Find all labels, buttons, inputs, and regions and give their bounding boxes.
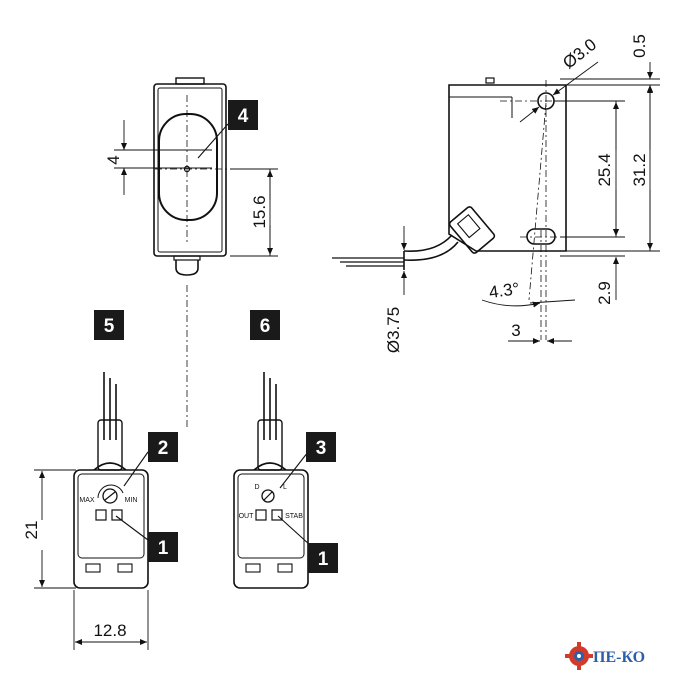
front-view-centerlines [155,95,245,428]
svg-text:4: 4 [238,106,249,127]
dim-2-9-text: 2.9 [595,281,614,305]
dim-0-5-text: 0.5 [630,34,649,58]
dim-21-text: 21 [22,521,41,540]
callout-1-right: 1 [308,543,338,573]
callout-6: 6 [250,310,280,340]
callout-3: 3 [306,432,336,462]
svg-text:1: 1 [318,549,329,570]
label-d: D [254,484,259,491]
side-view-dimension-lines [401,61,660,344]
gear-icon [565,642,593,670]
dim-15-6-lines [230,168,278,257]
callout-leaders [115,123,311,546]
dim-4-text: 4 [104,155,123,164]
brand-logo: ПЕ-КО [565,642,645,670]
dim-4-lines [114,120,212,195]
callout-5: 5 [94,310,124,340]
label-out: OUT [239,513,255,520]
dim-15-6-text: 15.6 [250,195,269,228]
svg-text:5: 5 [104,316,115,337]
dim-31-2-text: 31.2 [630,153,649,186]
sensor-view-6 [233,372,309,589]
dim-4-3-deg-text: 4.3° [488,279,521,302]
callout-2: 2 [148,432,178,462]
logo-text: ПЕ-КО [593,649,645,666]
front-view-sensor [153,77,227,276]
svg-text:3: 3 [316,438,327,459]
callout-4: 4 [228,100,258,130]
side-view-centerlines [500,80,580,340]
label-l: L [283,484,287,491]
dim-12-8-text: 12.8 [93,621,126,640]
svg-text:2: 2 [158,438,169,459]
svg-text:6: 6 [260,316,271,337]
label-max: MAX [79,497,95,504]
dim-21-12-8-lines [34,469,149,650]
svg-text:1: 1 [158,538,169,559]
sensor-view-5 [73,372,149,589]
dim-3-0-text: Ø3.0 [559,35,600,73]
dim-25-4-text: 25.4 [595,153,614,186]
callout-1-left: 1 [148,532,178,562]
dim-3-text: 3 [511,321,520,340]
label-min: MIN [125,497,138,504]
side-view-sensor [332,77,567,270]
dim-3-75-text: Ø3.75 [384,307,403,353]
label-stab: STAB [285,513,303,520]
